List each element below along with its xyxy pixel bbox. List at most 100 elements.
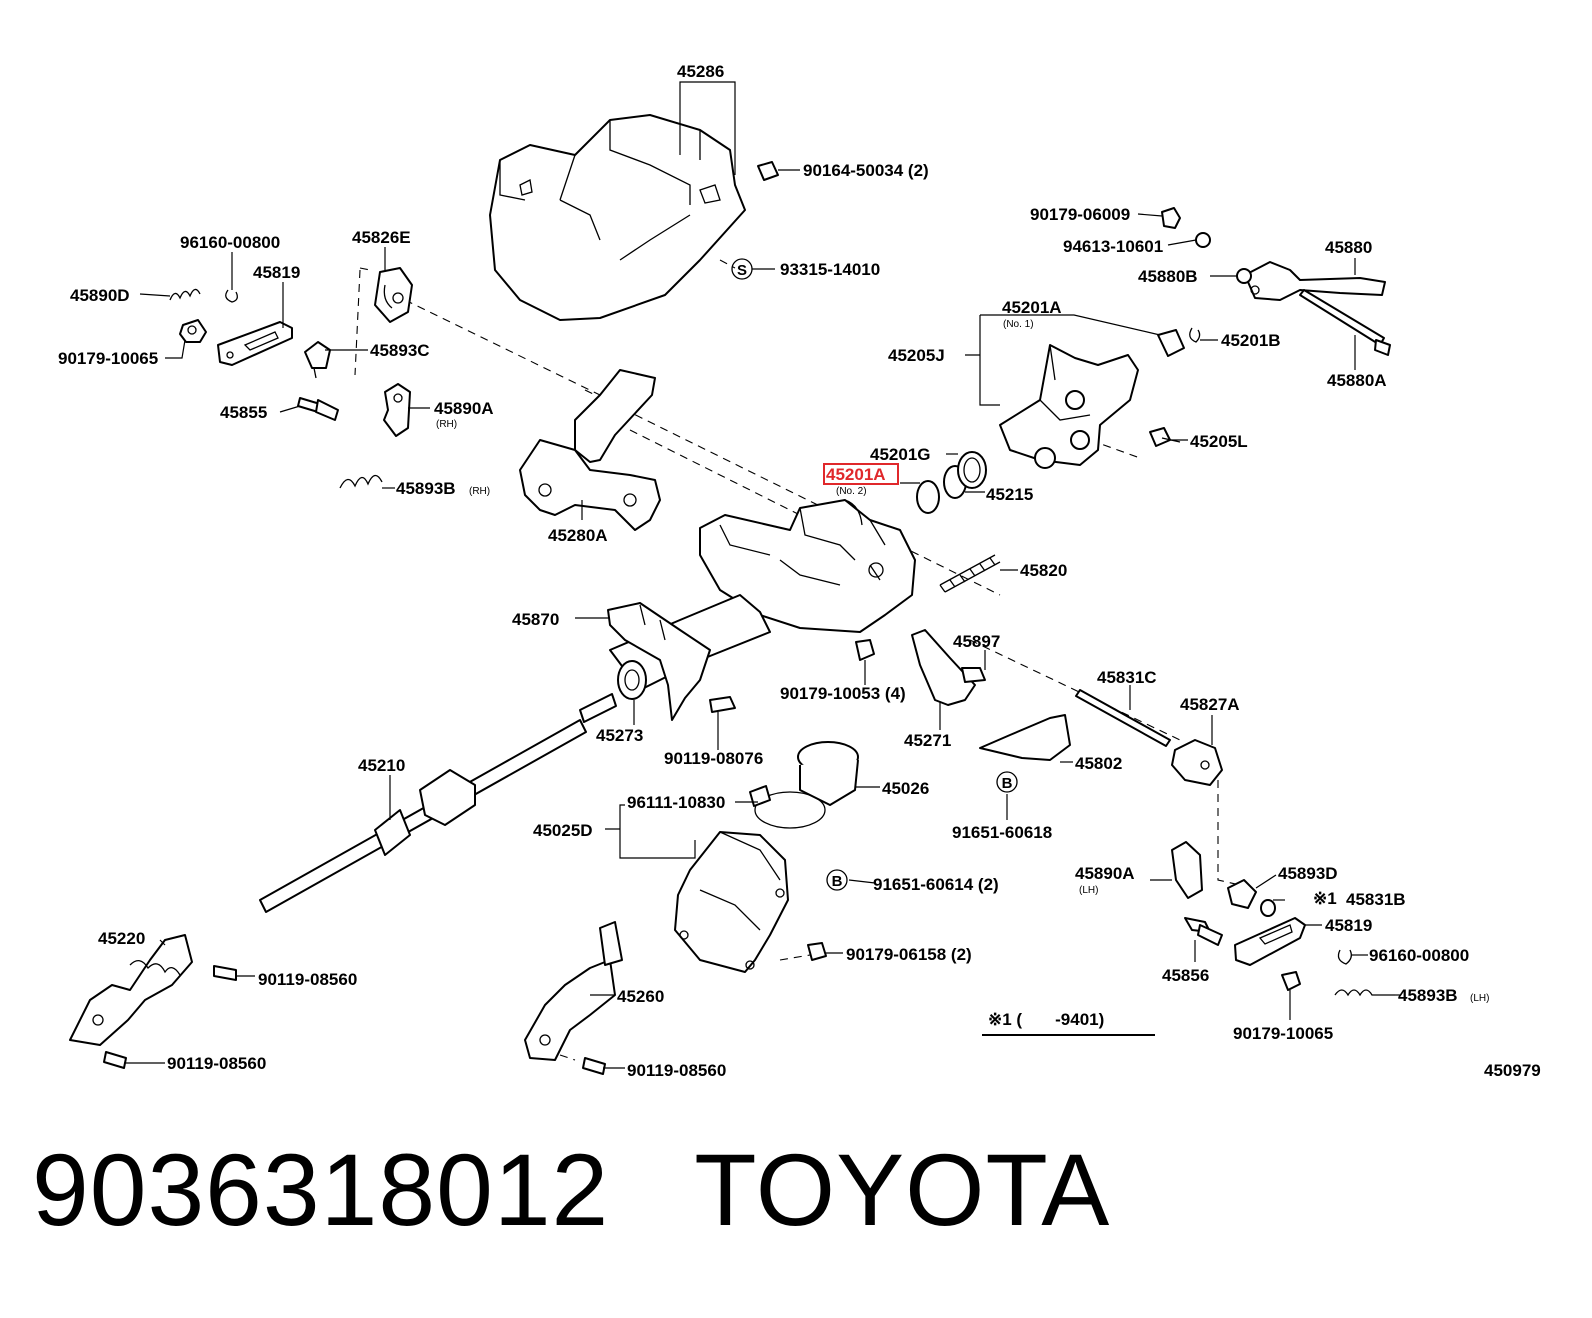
sub-label: (No. 1) — [1003, 319, 1034, 330]
part-label: 90119-08560 — [258, 970, 357, 989]
part-label: 45201B — [1221, 331, 1281, 350]
part-label: 45215 — [986, 485, 1033, 504]
washer-45880B — [1236, 268, 1252, 284]
clamp-96111-10830 — [749, 785, 826, 829]
lever-45880 — [1244, 261, 1386, 301]
joint-45220 — [69, 934, 193, 1046]
part-label: 90119-08076 — [664, 749, 763, 768]
part-label: 96160-00800 — [1369, 946, 1469, 965]
part-label: 45201G — [870, 445, 931, 464]
part-label: 45880A — [1327, 371, 1387, 390]
highlighted-part-label: 45201A — [826, 465, 886, 484]
cover-45025D — [674, 831, 789, 973]
part-label: 45897 — [953, 632, 1000, 651]
sub-label: (LH) — [1079, 885, 1098, 896]
part-label: 90179-10053 (4) — [780, 684, 906, 703]
part-label: 45893B — [396, 479, 456, 498]
part-label: 45280A — [548, 526, 608, 545]
part-label: 45273 — [596, 726, 643, 745]
support-bracket-45280A — [519, 369, 661, 531]
bolt-90119-08560-a — [213, 965, 237, 981]
part-label: 45826E — [352, 228, 411, 247]
part-label: 45820 — [1020, 561, 1067, 580]
part-45831B — [1260, 899, 1276, 917]
lever-plate-45819-lower — [1234, 917, 1306, 966]
shaft-45210 — [259, 693, 617, 913]
part-label: 90179-10065 — [58, 349, 158, 368]
bolt-45897 — [961, 667, 986, 683]
part-label: 45220 — [98, 929, 145, 948]
bolt-90119-08560-b — [103, 1051, 127, 1069]
callout-symbol-s: S — [737, 262, 747, 279]
bolt-90164-50034 — [757, 161, 779, 181]
part-label: 45893B — [1398, 986, 1458, 1005]
part-label: 45819 — [253, 263, 300, 282]
part-label: 94613-10601 — [1063, 237, 1163, 256]
part-label: 45205J — [888, 346, 945, 365]
part-label: 45802 — [1075, 754, 1122, 773]
column-housing — [699, 499, 916, 633]
clip-45201B — [1189, 327, 1201, 343]
part-label: 45880B — [1138, 267, 1198, 286]
bolt-45205L — [1149, 427, 1181, 447]
brand-name: TOYOTA — [694, 1133, 1111, 1247]
sub-label: (RH) — [469, 486, 490, 497]
sub-labels: (No. 1) (No. 2) (RH) (RH) (LH) (LH) — [436, 319, 1489, 1004]
part-labels: 45286 90164-50034 (2) 93315-14010 96160-… — [58, 62, 1469, 1080]
bearing-45273 — [617, 660, 647, 700]
clip-96160-00800-top — [225, 289, 238, 303]
bolt-90119-08560-c — [582, 1057, 606, 1075]
part-label: 45819 — [1325, 916, 1372, 935]
part-label: 90179-06009 — [1030, 205, 1130, 224]
part-label: 45893C — [370, 341, 430, 360]
rod-45831C — [1075, 689, 1171, 747]
nut-90179-10065-lower — [1281, 971, 1301, 991]
nut-90179-10065 — [179, 319, 207, 343]
nut-90179-06009 — [1161, 207, 1181, 229]
bolt-90119-08076 — [709, 696, 736, 713]
clip-96160-00800-lower — [1337, 949, 1352, 965]
small-bracket-45826E — [374, 267, 413, 323]
part-label: 45210 — [358, 756, 405, 775]
part-label: 45205L — [1190, 432, 1248, 451]
sub-label: (No. 2) — [836, 486, 867, 497]
joint-45260 — [524, 921, 623, 1061]
part-label: 45286 — [677, 62, 724, 81]
lever-45890A-lh — [1171, 841, 1203, 899]
part-label: 45831C — [1097, 668, 1157, 687]
cover-45802 — [979, 714, 1071, 761]
part-label: 45856 — [1162, 966, 1209, 985]
part-label: 96160-00800 — [180, 233, 280, 252]
part-label: 93315-14010 — [780, 260, 880, 279]
part-label: 45201A — [1002, 298, 1062, 317]
sub-label: (LH) — [1470, 993, 1489, 1004]
part-label: 45890A — [1075, 864, 1135, 883]
callout-symbol-b: B — [1002, 775, 1013, 792]
spring-45893B-rh — [339, 474, 383, 489]
part-label: 45870 — [512, 610, 559, 629]
lever-45890A-rh — [383, 383, 411, 437]
part-label: 90179-06158 (2) — [846, 945, 972, 964]
assembly-dashed-lines — [354, 259, 1241, 1061]
part-label: 45271 — [904, 731, 951, 750]
part-label: 45855 — [220, 403, 267, 422]
rod-45880A — [1299, 289, 1391, 356]
footnote: ※1 ( -9401) — [988, 1010, 1104, 1029]
bolt-45856 — [1184, 917, 1223, 946]
lever-45271 — [911, 629, 976, 706]
part-label: 96111-10830 — [627, 793, 725, 812]
lever-plate-45819 — [217, 321, 293, 366]
bushing-45201A-no1 — [1157, 329, 1185, 357]
column-cover-45286 — [489, 114, 746, 321]
spring-45890D — [169, 288, 201, 301]
part-label: 45890D — [70, 286, 130, 305]
callout-symbols: S B B — [731, 258, 1018, 891]
tilt-mechanism-45205J — [999, 344, 1139, 469]
spring-45893B-lh — [1334, 989, 1395, 997]
part-label: 45831B — [1346, 890, 1406, 909]
part-label: 90119-08560 — [167, 1054, 266, 1073]
rings-45215 — [916, 451, 987, 514]
bracket-45870 — [607, 602, 711, 721]
pivot-45893C — [304, 341, 331, 379]
boot-45026 — [797, 741, 859, 806]
